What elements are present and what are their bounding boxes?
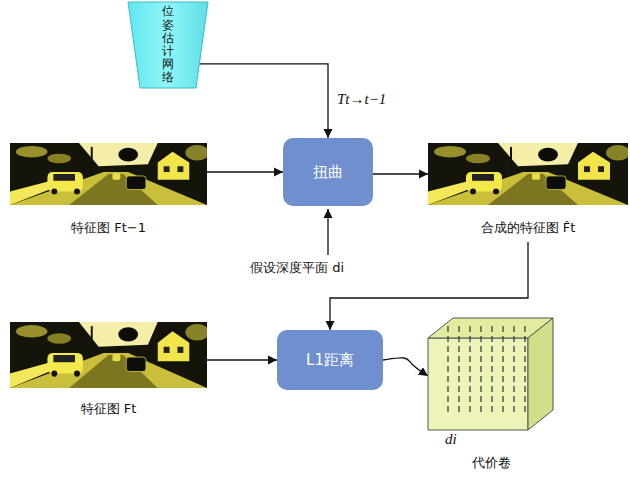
- process-box: L1距离: [277, 330, 383, 390]
- connector-arrow: [373, 173, 428, 174]
- cost-volume: 代价卷: [428, 318, 554, 430]
- connector-arrow: [330, 242, 528, 330]
- edge-label: Tt→t−1: [337, 91, 386, 108]
- connector-arrow: [383, 358, 428, 376]
- caption: 合成的特征图 F̂t: [481, 219, 576, 237]
- street-picture: [428, 143, 630, 205]
- street-picture: [10, 143, 209, 205]
- network-trapezoid: 位姿估计网络: [128, 2, 208, 88]
- axis-label: di: [445, 431, 457, 448]
- street-picture: [10, 322, 209, 388]
- node-label: L1距离: [306, 351, 354, 370]
- feature-map: 特征图 Ft−1: [10, 143, 207, 205]
- feature-map: 特征图 Ft: [10, 322, 207, 388]
- caption: 特征图 Ft−1: [71, 219, 146, 237]
- connector-arrow: [199, 64, 328, 138]
- cube-outline: [428, 318, 554, 430]
- feature-map: 合成的特征图 F̂t: [428, 143, 628, 205]
- process-box: 扭曲: [283, 138, 373, 206]
- connector-arrow: [207, 359, 277, 360]
- input-arrow: [327, 209, 328, 255]
- input-label: 假设深度平面 di: [250, 259, 344, 277]
- node-label: 位姿估计网络: [162, 5, 174, 84]
- caption: 代价卷: [472, 454, 511, 472]
- node-label: 扭曲: [313, 163, 343, 182]
- connector-arrow: [207, 171, 283, 172]
- caption: 特征图 Ft: [81, 400, 137, 418]
